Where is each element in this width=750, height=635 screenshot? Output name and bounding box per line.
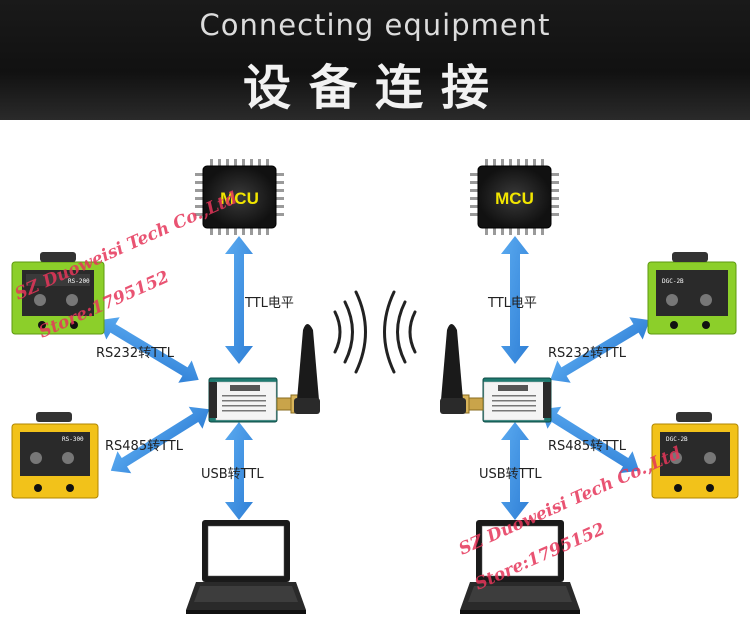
mcu-label-left: MCU — [220, 189, 259, 208]
title-chinese: 设备连接 — [242, 60, 507, 116]
welder-right-green: DGC-2B — [647, 252, 737, 335]
wave-right-1 — [408, 310, 417, 354]
wave-right-2 — [396, 300, 407, 364]
arrow-ttl-right — [501, 236, 529, 364]
welder-left-green: RS-200 — [11, 252, 105, 335]
label-ttl-left: TTL电平 — [244, 296, 294, 311]
arrow-rs485-left — [110, 406, 210, 474]
device-label-right-green: DGC-2B — [662, 278, 684, 285]
arrow-usb-right — [501, 422, 529, 520]
welder-left-yellow: RS-300 — [11, 412, 99, 499]
label-rs232-right: RS232转TTL — [548, 346, 627, 361]
label-rs485-right: RS485转TTL — [548, 439, 627, 454]
title-english: Connecting equipment — [199, 8, 551, 42]
welder-right-yellow: DGC-2B — [651, 412, 739, 499]
watermark-right: SZ Duoweisi Tech Co.,Ltd Store:1795152 — [456, 443, 685, 594]
label-rs232-left: RS232转TTL — [96, 346, 175, 361]
radio-waves — [333, 290, 417, 374]
wireless-module-right — [440, 324, 552, 423]
label-usb-right: USB转TTL — [479, 467, 542, 482]
arrow-ttl-left — [225, 236, 253, 364]
mcu-chip-right: MCU — [470, 159, 559, 235]
label-usb-left: USB转TTL — [201, 467, 264, 482]
header-banner: Connecting equipment 设备连接 — [0, 0, 750, 120]
laptop-right — [460, 520, 580, 614]
mcu-chip-left: MCU — [195, 159, 284, 235]
laptop-left — [186, 520, 306, 614]
device-label-left-yellow: RS-300 — [62, 436, 84, 443]
label-rs485-left: RS485转TTL — [105, 439, 184, 454]
label-ttl-right: TTL电平 — [487, 296, 537, 311]
arrow-rs232-right — [550, 317, 650, 383]
device-label-left-green: RS-200 — [68, 278, 90, 285]
arrow-rs232-left — [99, 317, 199, 383]
wireless-module-left — [208, 324, 320, 423]
arrow-usb-left — [225, 422, 253, 520]
mcu-label-right: MCU — [495, 189, 534, 208]
wave-left-3 — [354, 290, 367, 374]
wave-left-1 — [333, 310, 342, 354]
wave-right-3 — [383, 290, 396, 374]
device-label-right-yellow: DGC-2B — [666, 436, 688, 443]
wave-left-2 — [343, 300, 354, 364]
arrows — [225, 236, 529, 520]
arrow-rs485-right — [540, 406, 640, 474]
